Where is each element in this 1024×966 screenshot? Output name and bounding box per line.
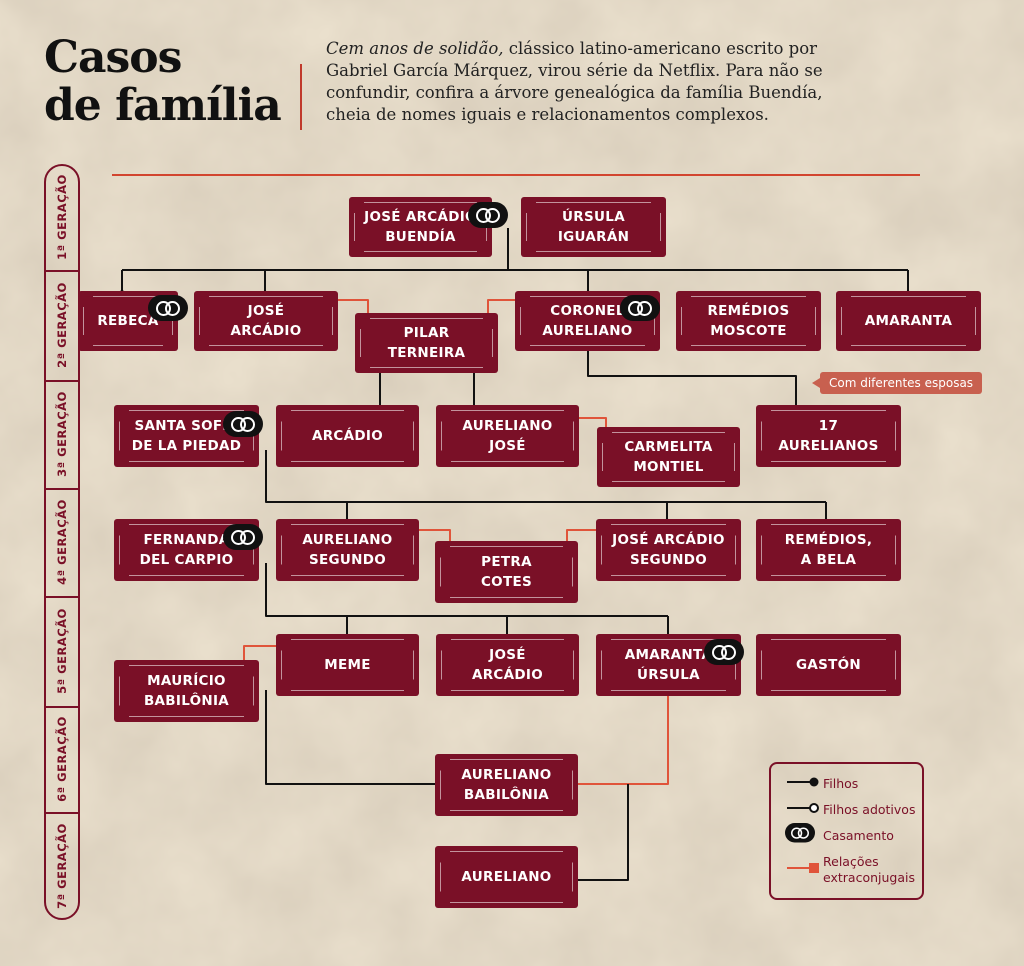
person-carmelita-montiel[interactable]: CARMELITA MONTIEL: [597, 427, 740, 487]
person-name: MAURÍCIO BABILÔNIA: [143, 673, 230, 709]
generation-separator: [44, 488, 80, 490]
marriage-rings-icon: [468, 202, 508, 228]
generation-separator: [44, 596, 80, 598]
person-amaranta-ursula[interactable]: AMARANTA ÚRSULA: [596, 634, 741, 696]
person-name: CORONEL AURELIANO: [542, 303, 633, 339]
callout-different-wives: Com diferentes esposas: [811, 372, 983, 394]
person-name: FERNANDA DEL CARPIO: [139, 532, 234, 568]
person-name: AMARANTA ÚRSULA: [624, 647, 713, 683]
person-name: REBECA: [97, 313, 159, 329]
person-pilar-terneira[interactable]: PILAR TERNEIRA: [355, 313, 498, 373]
person-aureliano-babilonia[interactable]: AURELIANO BABILÔNIA: [435, 754, 578, 816]
header-rule: [112, 174, 920, 176]
generation-separator: [44, 270, 80, 272]
person-jose-arcadio[interactable]: JOSÉ ARCÁDIO: [194, 291, 338, 351]
person-amaranta[interactable]: AMARANTA: [836, 291, 981, 351]
person-name: JOSÉ ARCÁDIO BUENDÍA: [364, 209, 477, 245]
person-ursula-iguaran[interactable]: ÚRSULA IGUARÁN: [521, 197, 666, 257]
adopted-line-icon: [787, 803, 819, 813]
person-remedios-moscote[interactable]: REMÉDIOS MOSCOTE: [676, 291, 821, 351]
legend-marriage: Casamento: [823, 828, 894, 843]
person-name: MEME: [324, 657, 371, 673]
affair-line: [572, 690, 669, 785]
marriage-rings-icon: [223, 524, 263, 550]
children-line: [265, 563, 669, 640]
children-line: [265, 690, 440, 785]
person-name: AURELIANO JOSÉ: [462, 418, 553, 454]
person-name: PETRA COTES: [480, 554, 533, 590]
person-meme[interactable]: MEME: [276, 634, 419, 696]
affair-line-icon: [787, 863, 819, 873]
children-line: [587, 351, 797, 410]
legend-affair: Relações extraconjugais: [823, 854, 915, 885]
children-line: [121, 228, 909, 295]
children-line-icon: [787, 777, 819, 787]
person-mauricio-babilonia[interactable]: MAURÍCIO BABILÔNIA: [114, 660, 259, 722]
person-name: CARMELITA MONTIEL: [624, 439, 713, 475]
person-jose-arcadio-buendia[interactable]: JOSÉ ARCÁDIO BUENDÍA: [349, 197, 492, 257]
person-name: JOSÉ ARCÁDIO: [471, 647, 543, 683]
person-name: ÚRSULA IGUARÁN: [557, 209, 630, 245]
person-aureliano-7[interactable]: AURELIANO: [435, 846, 578, 908]
generation-separator: [44, 812, 80, 814]
title-divider: [300, 64, 302, 130]
person-jose-arcadio-segundo[interactable]: JOSÉ ARCÁDIO SEGUNDO: [596, 519, 741, 581]
generation-separator: [44, 380, 80, 382]
person-arcadio[interactable]: ARCÁDIO: [276, 405, 419, 467]
children-line: [572, 784, 629, 881]
generation-bar: [44, 164, 80, 920]
person-aureliano-jose[interactable]: AURELIANO JOSÉ: [436, 405, 579, 467]
person-name: AMARANTA: [864, 313, 953, 329]
person-name: AURELIANO SEGUNDO: [302, 532, 393, 568]
person-name: JOSÉ ARCÁDIO: [230, 303, 302, 339]
marriage-rings-icon: [223, 411, 263, 437]
person-petra-cotes[interactable]: PETRA COTES: [435, 541, 578, 603]
legend-adopted: Filhos adotivos: [823, 802, 916, 817]
children-line: [265, 450, 827, 523]
marriage-rings-icon: [785, 823, 815, 843]
person-gaston[interactable]: GASTÓN: [756, 634, 901, 696]
person-name: AURELIANO: [461, 869, 552, 885]
legend-children: Filhos: [823, 776, 859, 791]
person-remedios-a-bela[interactable]: REMÉDIOS, A BELA: [756, 519, 901, 581]
person-name: AURELIANO BABILÔNIA: [461, 767, 552, 803]
person-fernanda-del-carpio[interactable]: FERNANDA DEL CARPIO: [114, 519, 259, 581]
marriage-rings-icon: [704, 639, 744, 665]
person-name: REMÉDIOS MOSCOTE: [707, 303, 790, 339]
person-name: 17 AURELIANOS: [778, 418, 879, 454]
intro-text: clássico latino-americano escrito por Ga…: [326, 39, 823, 124]
intro-book-title: Cem anos de solidão,: [326, 39, 504, 58]
person-coronel-aureliano[interactable]: CORONEL AURELIANO: [515, 291, 660, 351]
marriage-rings-icon: [620, 295, 660, 321]
person-name: ARCÁDIO: [311, 428, 383, 444]
legend: Filhos Filhos adotivos Casamento Relaçõe…: [769, 762, 924, 900]
person-name: GASTÓN: [795, 657, 862, 673]
person-name: JOSÉ ARCÁDIO SEGUNDO: [612, 532, 725, 568]
person-name: PILAR TERNEIRA: [387, 325, 466, 361]
title-line-1: Casos: [44, 32, 182, 83]
title-line-2: de família: [44, 80, 282, 131]
children-line: [379, 373, 475, 410]
marriage-rings-icon: [148, 295, 188, 321]
page-title: Casos de família: [44, 32, 282, 131]
person-aureliano-segundo[interactable]: AURELIANO SEGUNDO: [276, 519, 419, 581]
person-jose-arcadio-5[interactable]: JOSÉ ARCÁDIO: [436, 634, 579, 696]
person-aurelianos-17[interactable]: 17 AURELIANOS: [756, 405, 901, 467]
intro-paragraph: Cem anos de solidão, clássico latino-ame…: [326, 38, 826, 126]
generation-separator: [44, 706, 80, 708]
person-name: REMÉDIOS, A BELA: [784, 532, 873, 568]
